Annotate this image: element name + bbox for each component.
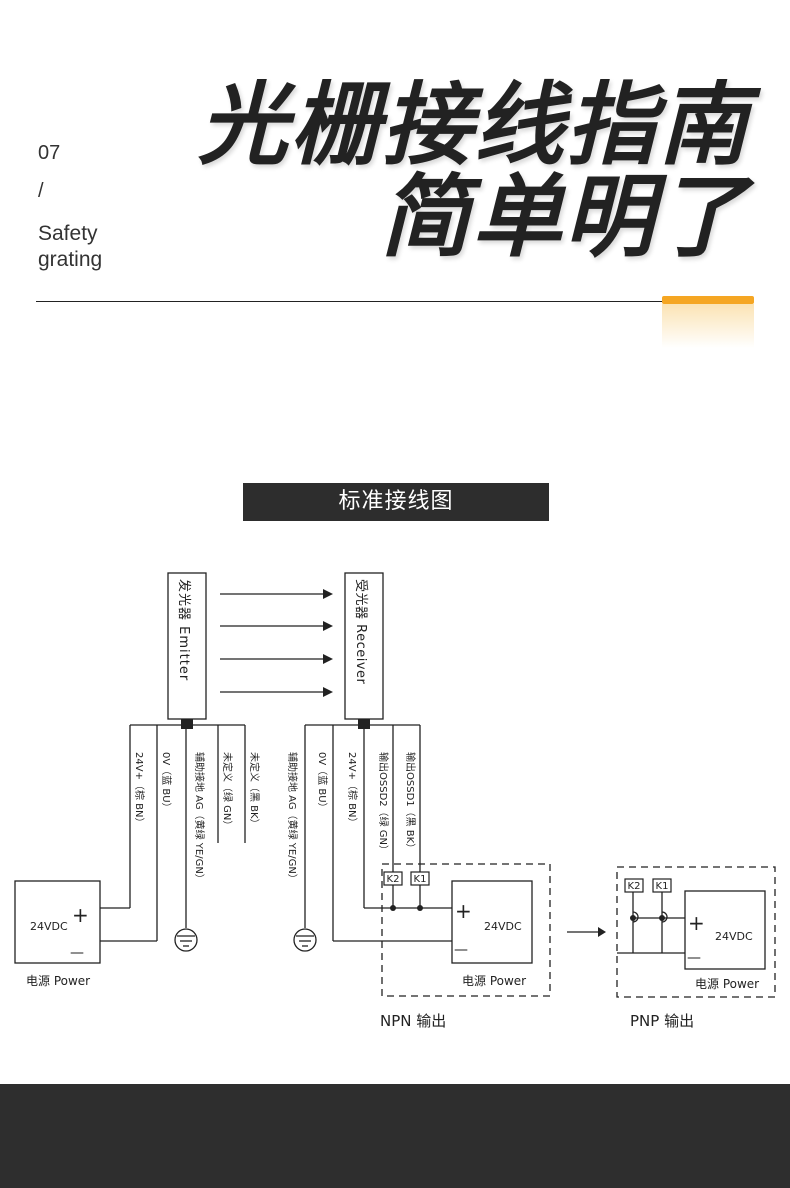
receiver-wire-3: 24V+（棕 BN） — [346, 752, 359, 827]
receiver-label: 受光器 Receiver — [353, 579, 368, 685]
receiver-wire-5: 输出OSSD1（黑 BK） — [404, 752, 417, 853]
accent-glow — [662, 304, 754, 348]
accent-bar — [662, 296, 754, 304]
power-pnp-minus: — — [687, 950, 701, 966]
page-number: 07 — [38, 142, 61, 164]
pnp-enclosure — [616, 866, 776, 998]
relay-k1-npn — [410, 871, 430, 886]
power-npn-voltage: 24VDC — [484, 920, 522, 933]
power-left-caption: 电源 Power — [26, 974, 90, 988]
header-divider — [36, 301, 664, 302]
npn-output-label: NPN 输出 — [380, 1012, 446, 1030]
power-npn-minus: — — [454, 942, 468, 958]
receiver-connector — [358, 719, 370, 729]
power-pnp-plus: + — [688, 911, 705, 935]
power-supply-left — [14, 880, 101, 964]
power-supply-pnp — [684, 890, 766, 970]
power-supply-npn — [451, 880, 533, 964]
relay-k1-pnp — [652, 878, 672, 893]
emitter-wire-1: 24V+（棕 BN） — [133, 752, 146, 827]
power-npn-plus: + — [455, 899, 472, 923]
power-pnp-caption: 电源 Power — [695, 977, 759, 991]
power-left-voltage: 24VDC — [30, 920, 68, 933]
power-left-plus: + — [72, 903, 89, 927]
relay-k1-npn-label: K1 — [414, 874, 427, 885]
power-left-minus: — — [70, 945, 84, 961]
npn-enclosure — [381, 863, 551, 997]
ground-icon-right — [293, 928, 317, 952]
emitter-label: 发光器 Emitter — [176, 579, 192, 681]
footer-band — [0, 1084, 790, 1188]
emitter-wire-5: 未定义（黑 BK） — [248, 752, 261, 829]
relay-k1-pnp-label: K1 — [656, 881, 669, 892]
page-title-line1: 光栅接线指南 — [198, 73, 750, 178]
emitter-connector — [181, 719, 193, 729]
relay-k2-npn-label: K2 — [387, 874, 400, 885]
ground-icon-left — [174, 928, 198, 952]
receiver-wire-2: 0V（蓝 BU） — [316, 752, 328, 813]
page-slash: / — [38, 180, 44, 202]
emitter-wire-2: 0V（蓝 BU） — [160, 752, 172, 813]
english-subtitle: Safety grating — [38, 222, 103, 271]
receiver-wire-1: 辅助接地 AG（黄绿 YE/GN） — [286, 752, 299, 884]
section-title: 标准接线图 — [243, 483, 549, 521]
emitter-wire-3: 辅助接地 AG（黄绿 YE/GN） — [193, 752, 206, 884]
pnp-output-label: PNP 输出 — [630, 1012, 694, 1030]
relay-k2-npn — [383, 871, 403, 886]
power-npn-caption: 电源 Power — [462, 974, 526, 988]
receiver-wire-4: 输出OSSD2（绿 GN） — [377, 752, 390, 855]
relay-k2-pnp-label: K2 — [628, 881, 641, 892]
power-pnp-voltage: 24VDC — [715, 930, 753, 943]
relay-k2-pnp — [624, 878, 644, 893]
emitter-wire-4: 未定义（绿 GN） — [221, 752, 234, 830]
page-title-line2: 简单明了 — [380, 165, 748, 270]
